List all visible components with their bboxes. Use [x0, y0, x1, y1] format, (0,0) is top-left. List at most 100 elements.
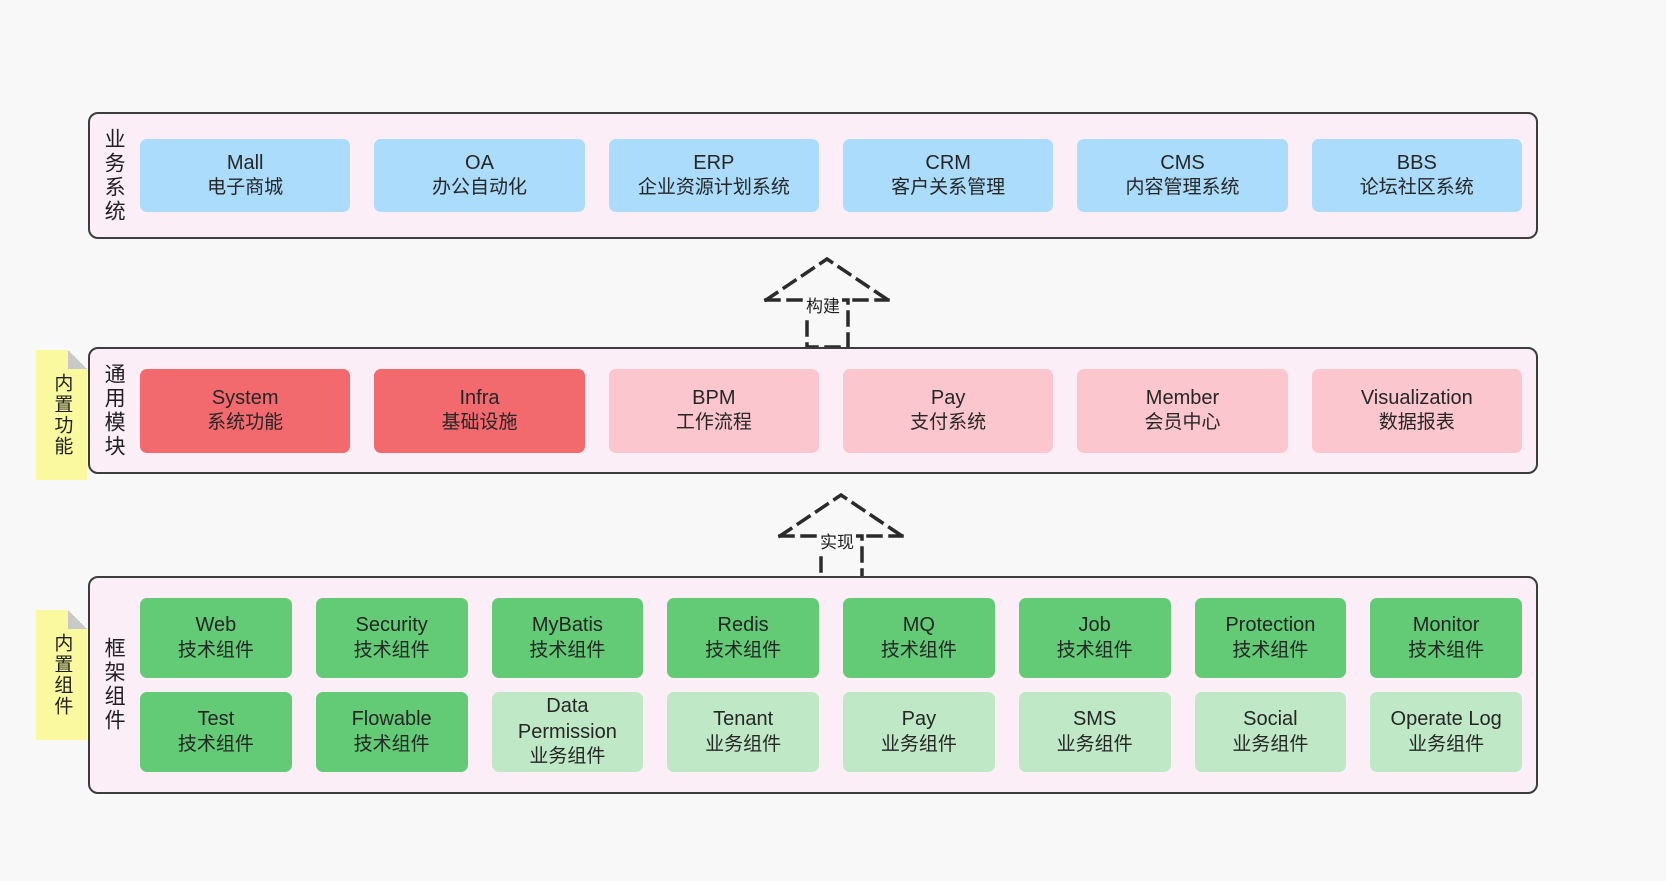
card-subtitle: 基础设施	[441, 412, 518, 434]
card-subtitle: 技术组件	[177, 639, 254, 661]
card-erp[interactable]: ERP 企业资源计划系统	[608, 139, 819, 212]
note-builtin-functions: 内置功能	[36, 350, 87, 480]
card-title: BPM	[692, 386, 736, 409]
card-subtitle: 工作流程	[675, 412, 752, 434]
card-mybatis[interactable]: MyBatis 技术组件	[491, 598, 644, 678]
card-pay-business[interactable]: Pay 业务组件	[843, 692, 995, 772]
card-infra[interactable]: Infra 基础设施	[374, 368, 585, 453]
card-title: Pay	[901, 708, 937, 731]
card-title: Member	[1145, 386, 1220, 409]
card-subtitle: 业务组件	[1232, 733, 1309, 755]
card-test[interactable]: Test 技术组件	[140, 692, 292, 772]
card-cms[interactable]: CMS 内容管理系统	[1077, 139, 1288, 212]
arrow-label-implement: 实现	[818, 528, 856, 553]
layer-title-business-systems: 业务系统	[102, 127, 126, 224]
card-subtitle: 技术组件	[529, 639, 606, 661]
card-subtitle: 技术组件	[705, 639, 782, 661]
card-title: MyBatis	[531, 614, 603, 637]
card-flowable[interactable]: Flowable 技术组件	[315, 692, 468, 772]
card-mq[interactable]: MQ 技术组件	[843, 598, 995, 678]
card-title: Web	[195, 614, 237, 637]
card-title: Test	[197, 708, 235, 731]
card-subtitle: 内容管理系统	[1125, 177, 1240, 199]
card-data-permission[interactable]: Data Permission 业务组件	[491, 692, 644, 772]
card-title: Security	[355, 614, 428, 637]
card-row: Mall 电子商城 OA 办公自动化 ERP 企业资源计划系统 CRM 客户关系…	[140, 139, 1522, 212]
card-operate-log[interactable]: Operate Log 业务组件	[1370, 692, 1522, 772]
card-title: Infra	[459, 386, 500, 409]
layer-framework-components: 框架组件 Web 技术组件 Security 技术组件 MyBatis 技术组件…	[88, 576, 1538, 794]
card-title: ERP	[693, 151, 735, 174]
card-title-line2: Permission	[517, 720, 617, 743]
card-protection[interactable]: Protection 技术组件	[1194, 598, 1347, 678]
arrow-implement: 实现	[762, 488, 942, 588]
layer-body-business-systems: Mall 电子商城 OA 办公自动化 ERP 企业资源计划系统 CRM 客户关系…	[136, 114, 1536, 237]
card-title: CRM	[925, 151, 971, 174]
card-title: Protection	[1225, 614, 1316, 637]
card-member[interactable]: Member 会员中心	[1077, 368, 1288, 453]
card-subtitle: 论坛社区系统	[1359, 177, 1474, 199]
card-social[interactable]: Social 业务组件	[1194, 692, 1347, 772]
note-builtin-components: 内置组件	[36, 610, 87, 740]
card-title: Tenant	[713, 708, 774, 731]
card-security[interactable]: Security 技术组件	[315, 598, 468, 678]
card-subtitle: 企业资源计划系统	[637, 177, 790, 199]
card-title: BBS	[1396, 151, 1437, 174]
card-bpm[interactable]: BPM 工作流程	[608, 368, 819, 453]
layer-body-framework-components: Web 技术组件 Security 技术组件 MyBatis 技术组件 Redi…	[136, 578, 1536, 792]
card-subtitle: 办公自动化	[431, 177, 527, 199]
card-subtitle: 业务组件	[1056, 733, 1133, 755]
card-title: System	[211, 386, 279, 409]
card-web[interactable]: Web 技术组件	[140, 598, 292, 678]
arrow-label-build: 构建	[804, 292, 842, 317]
card-mall[interactable]: Mall 电子商城	[140, 139, 351, 212]
card-job[interactable]: Job 技术组件	[1018, 598, 1171, 678]
card-subtitle: 技术组件	[177, 733, 254, 755]
card-title: Operate Log	[1390, 708, 1502, 731]
card-subtitle: 会员中心	[1144, 412, 1221, 434]
card-subtitle: 技术组件	[353, 639, 430, 661]
card-system[interactable]: System 系统功能	[140, 368, 351, 453]
card-sms[interactable]: SMS 业务组件	[1018, 692, 1171, 772]
card-crm[interactable]: CRM 客户关系管理	[842, 139, 1054, 212]
layer-business-systems: 业务系统 Mall 电子商城 OA 办公自动化 ERP 企业资源计划系统 CRM…	[88, 112, 1538, 239]
card-subtitle: 技术组件	[353, 733, 430, 755]
card-visualization[interactable]: Visualization 数据报表	[1311, 368, 1522, 453]
arrow-build: 构建	[748, 252, 928, 352]
card-title: Job	[1078, 614, 1111, 637]
card-title: Pay	[930, 386, 966, 409]
card-row: Web 技术组件 Security 技术组件 MyBatis 技术组件 Redi…	[140, 598, 1522, 678]
card-subtitle: 业务组件	[529, 746, 606, 768]
layer-title-framework-components: 框架组件	[102, 637, 126, 733]
card-title: Visualization	[1360, 386, 1473, 409]
card-title: Monitor	[1412, 614, 1480, 637]
card-oa[interactable]: OA 办公自动化	[374, 139, 585, 212]
card-title: OA	[465, 151, 494, 174]
card-monitor[interactable]: Monitor 技术组件	[1370, 598, 1522, 678]
card-redis[interactable]: Redis 技术组件	[667, 598, 819, 678]
card-subtitle: 支付系统	[910, 412, 987, 434]
card-subtitle: 技术组件	[1232, 639, 1309, 661]
card-subtitle: 技术组件	[880, 639, 957, 661]
card-pay[interactable]: Pay 支付系统	[842, 368, 1054, 453]
card-title: Social	[1243, 708, 1298, 731]
card-subtitle: 业务组件	[1408, 733, 1485, 755]
card-title: MQ	[902, 614, 935, 637]
card-row: Test 技术组件 Flowable 技术组件 Data Permission …	[140, 692, 1522, 772]
card-subtitle: 系统功能	[207, 412, 284, 434]
card-subtitle: 业务组件	[880, 733, 957, 755]
card-subtitle: 数据报表	[1378, 412, 1455, 434]
card-tenant[interactable]: Tenant 业务组件	[667, 692, 819, 772]
card-title: Flowable	[351, 708, 432, 731]
layer-body-common-modules: System 系统功能 Infra 基础设施 BPM 工作流程 Pay 支付系统…	[136, 349, 1536, 472]
card-title: Redis	[717, 614, 769, 637]
card-subtitle: 技术组件	[1408, 639, 1485, 661]
layer-common-modules: 通用模块 System 系统功能 Infra 基础设施 BPM 工作流程 Pay…	[88, 347, 1538, 474]
card-subtitle: 技术组件	[1056, 639, 1133, 661]
card-subtitle: 业务组件	[705, 733, 782, 755]
card-title: SMS	[1072, 708, 1117, 731]
card-title: Data	[546, 695, 589, 718]
card-subtitle: 客户关系管理	[891, 177, 1006, 199]
card-bbs[interactable]: BBS 论坛社区系统	[1311, 139, 1522, 212]
